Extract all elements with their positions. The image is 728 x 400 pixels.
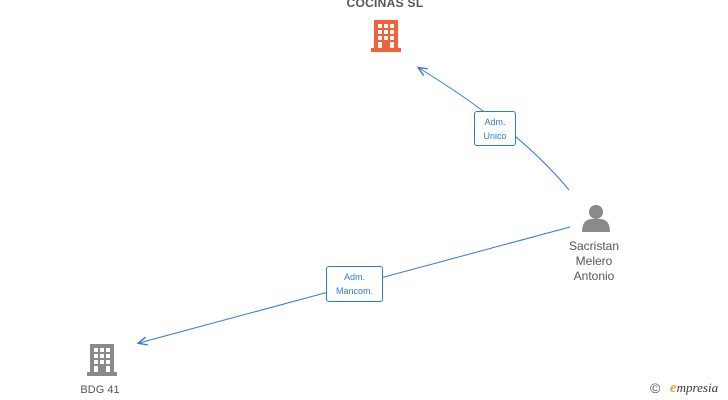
person-name[interactable]: Sacristan Melero Antonio [548, 239, 640, 284]
brand-logo-initial: e [670, 380, 677, 396]
person-name-line: Antonio [573, 269, 615, 283]
edge-label-adm-mancom: Adm. Mancom. [326, 266, 383, 302]
brand-logo[interactable]: empresia [670, 380, 718, 397]
copyright-symbol: © [650, 380, 661, 396]
building-icon[interactable] [87, 344, 117, 376]
edge-label-line: Adm. [343, 272, 365, 282]
brand-logo-text: mpresia [676, 380, 719, 395]
person-name-line: Melero [575, 254, 613, 268]
edge-label-line: Unico [483, 131, 507, 141]
edge-label-line: Mancom. [335, 286, 373, 296]
edge-label-adm-unico: Adm. Unico [474, 111, 516, 146]
company-name-bdg[interactable]: BDG 41 [80, 384, 120, 396]
building-icon[interactable] [371, 20, 401, 52]
person-name-line: Sacristan [568, 239, 620, 253]
person-icon[interactable] [582, 205, 610, 232]
company-name-cocinas[interactable]: COCINAS SL [346, 0, 424, 10]
edge-label-line: Adm. [484, 117, 506, 127]
